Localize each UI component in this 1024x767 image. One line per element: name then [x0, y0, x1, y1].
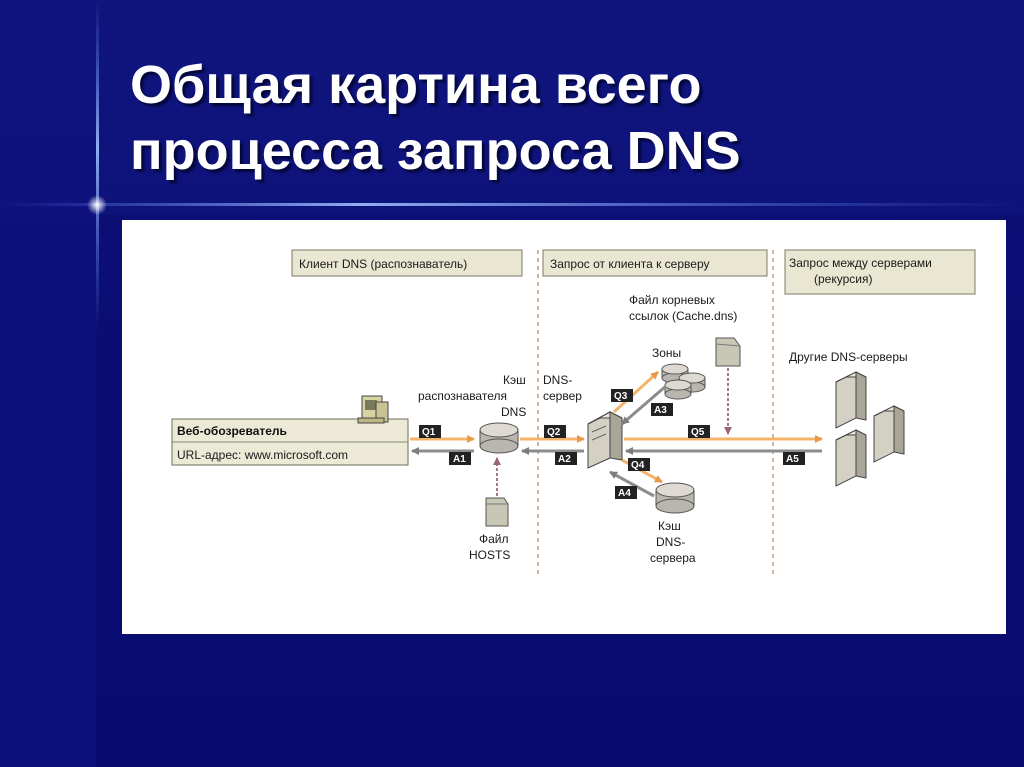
tag-a2: A2 — [555, 452, 577, 465]
section-server-server-label-1: Запрос между серверами — [789, 256, 932, 270]
tag-q1: Q1 — [419, 425, 441, 438]
svg-text:A1: A1 — [453, 454, 466, 465]
dns-server-icon — [587, 411, 623, 469]
tag-a3: A3 — [651, 403, 673, 416]
hosts-file-label-2: HOSTS — [469, 548, 510, 562]
svg-text:A2: A2 — [558, 454, 571, 465]
dns-diagram-panel: Клиент DNS (распознаватель) Запрос от кл… — [122, 220, 1006, 634]
section-client: Клиент DNS (распознаватель) — [291, 249, 523, 277]
web-browser-box: Веб-обозреватель URL-адрес: www.microsof… — [171, 418, 409, 466]
dns-process-diagram: Клиент DNS (распознаватель) Запрос от кл… — [171, 249, 976, 578]
server-cache-label-1: Кэш — [658, 519, 681, 533]
hosts-file-label-1: Файл — [479, 532, 509, 546]
resolver-cache-icon — [479, 422, 519, 454]
section-client-server-label: Запрос от клиента к серверу — [550, 257, 710, 271]
web-browser-title: Веб-обозреватель — [177, 424, 287, 438]
svg-text:Q5: Q5 — [691, 427, 705, 438]
slide-title-line-2: процесса запроса DNS — [130, 121, 741, 181]
slide-title: Общая картина всего процесса запроса DNS — [130, 52, 990, 184]
tag-q2: Q2 — [544, 425, 566, 438]
svg-text:A3: A3 — [654, 405, 667, 416]
resolver-cache-label-3: DNS — [501, 405, 526, 419]
tag-a4: A4 — [615, 486, 637, 499]
server-cache-icon — [655, 482, 695, 514]
slide-title-line-1: Общая картина всего — [130, 55, 702, 115]
tag-a1: A1 — [449, 452, 471, 465]
light-streak-horizontal — [0, 203, 1024, 206]
web-browser-url: URL-адрес: www.microsoft.com — [177, 448, 348, 462]
section-client-label: Клиент DNS (распознаватель) — [299, 257, 467, 271]
svg-text:A5: A5 — [786, 454, 799, 465]
tag-a5: A5 — [783, 452, 805, 465]
svg-text:Q3: Q3 — [614, 391, 628, 402]
arrow-q3 — [612, 370, 660, 414]
zones-icon — [661, 363, 706, 400]
zones-label: Зоны — [652, 346, 681, 360]
client-computer-icon — [357, 395, 389, 424]
light-glint — [87, 195, 107, 215]
other-servers-label: Другие DNS-серверы — [789, 350, 908, 364]
light-streak-vertical — [96, 0, 99, 330]
svg-text:Q1: Q1 — [422, 427, 436, 438]
tag-q3: Q3 — [611, 389, 633, 402]
root-hints-file-icon — [715, 337, 741, 367]
arrow-a4 — [609, 470, 655, 498]
resolver-cache-label-2: распознавателя — [418, 389, 507, 403]
tag-q5: Q5 — [688, 425, 710, 438]
dns-server-label-2: сервер — [543, 389, 582, 403]
hosts-file-icon — [485, 497, 509, 527]
root-hints-label-2: ссылок (Cache.dns) — [629, 309, 737, 323]
svg-text:Q4: Q4 — [631, 460, 645, 471]
section-client-server: Запрос от клиента к серверу — [542, 249, 768, 277]
resolver-cache-label-1: Кэш — [503, 373, 526, 387]
tag-q4: Q4 — [628, 458, 650, 471]
section-server-server: Запрос между серверами (рекурсия) — [784, 249, 976, 295]
root-hints-label-1: Файл корневых — [629, 293, 715, 307]
svg-text:Q2: Q2 — [547, 427, 561, 438]
dns-server-label-1: DNS- — [543, 373, 572, 387]
arrow-a3 — [621, 384, 667, 426]
other-servers-icon — [835, 371, 905, 487]
section-server-server-label-2: (рекурсия) — [814, 272, 872, 286]
server-cache-label-3: сервера — [650, 551, 696, 565]
server-cache-label-2: DNS- — [656, 535, 685, 549]
svg-text:A4: A4 — [618, 488, 631, 499]
